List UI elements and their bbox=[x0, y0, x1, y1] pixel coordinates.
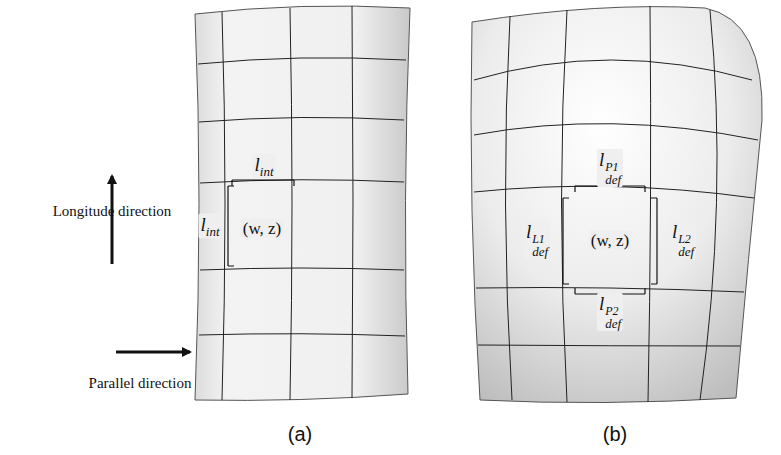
math-symbol: P2 bbox=[605, 305, 621, 317]
grid-a bbox=[198, 6, 406, 400]
bracket bbox=[228, 180, 294, 266]
label-group: lP1def bbox=[597, 149, 623, 187]
math-symbol: l bbox=[526, 221, 531, 242]
script-stack: L2def bbox=[678, 233, 694, 258]
label-group: (w, z) bbox=[589, 231, 632, 250]
grid-b bbox=[474, 6, 758, 402]
label-group: lL1def bbox=[524, 221, 550, 259]
math-symbol: l bbox=[672, 221, 677, 242]
annotation: (w, z) bbox=[243, 219, 282, 238]
math-symbol: l bbox=[599, 293, 604, 314]
bracket bbox=[563, 186, 657, 294]
math-symbol: l bbox=[254, 154, 259, 175]
label-group: Longitude direction bbox=[53, 203, 172, 220]
panel-caption: (a) bbox=[288, 423, 312, 445]
script-stack: L1def bbox=[532, 233, 548, 258]
math-symbol: l bbox=[200, 214, 205, 235]
math-symbol: def bbox=[605, 317, 621, 330]
parallel-arrow bbox=[116, 351, 190, 354]
surface-b bbox=[471, 7, 762, 403]
label-group: (b) bbox=[603, 424, 627, 444]
surface-a bbox=[195, 6, 410, 400]
panel-caption: (b) bbox=[603, 423, 627, 445]
script-stack: P2def bbox=[605, 305, 621, 330]
math-symbol: int bbox=[206, 224, 220, 239]
longitude-arrow bbox=[111, 176, 114, 264]
math-symbol: P1 bbox=[605, 161, 621, 173]
label-group: lint bbox=[198, 214, 221, 239]
math-symbol: def bbox=[678, 245, 694, 258]
math-symbol: int bbox=[260, 164, 274, 179]
math-symbol: L1 bbox=[532, 233, 548, 245]
annotation: Longitude direction bbox=[53, 203, 172, 219]
label-group: lL2def bbox=[670, 221, 696, 259]
math-symbol: l bbox=[599, 149, 604, 170]
label-group: Parallel direction bbox=[89, 375, 192, 392]
annotation: (w, z) bbox=[591, 231, 630, 250]
label-group: (a) bbox=[288, 424, 312, 444]
math-symbol: def bbox=[605, 173, 621, 186]
label-group: lP2def bbox=[597, 293, 623, 331]
label-group: lint bbox=[252, 154, 275, 179]
label-group: (w, z) bbox=[241, 219, 284, 238]
math-symbol: L2 bbox=[678, 233, 694, 245]
annotation: Parallel direction bbox=[89, 375, 192, 391]
script-stack: P1def bbox=[605, 161, 621, 186]
math-symbol: def bbox=[532, 245, 548, 258]
